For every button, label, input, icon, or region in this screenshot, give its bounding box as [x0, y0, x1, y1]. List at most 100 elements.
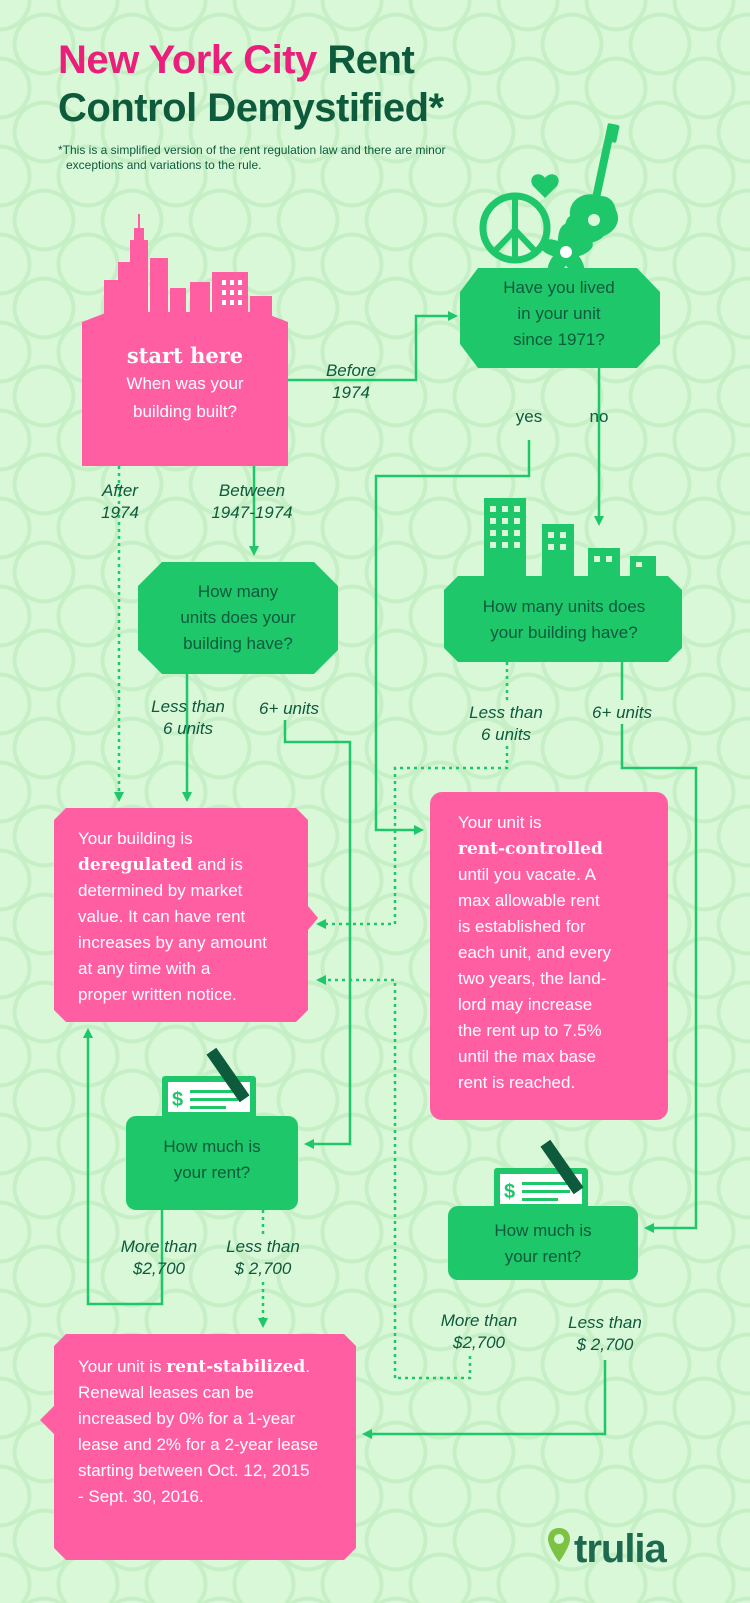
label-6plus-right: 6+ units — [591, 703, 652, 722]
rs-line-2: Renewal leases can be — [78, 1383, 254, 1402]
connector-6plus-right-2 — [620, 724, 698, 1233]
rent-controlled-text: Your unit is rent-controlled until you v… — [458, 810, 662, 1096]
title-dark-1: Rent — [316, 38, 415, 82]
rent-right-line-1: How much is — [494, 1221, 592, 1240]
label-after-line-1: After — [102, 481, 138, 500]
lived-line-1: Have you lived — [503, 278, 615, 297]
connector-more-left — [83, 1028, 164, 1306]
label-lt6-left: Less than 6 units — [144, 696, 232, 740]
rent-controlled-box — [430, 792, 668, 1120]
rc-line-10: rent is reached. — [458, 1073, 576, 1092]
rent-right-text: How much is your rent? — [448, 1218, 638, 1270]
start-line-1: When was your — [126, 374, 244, 393]
rs-post: . — [305, 1357, 311, 1376]
rc-bold: rent-controlled — [458, 839, 603, 859]
trulia-logo: trulia — [574, 1527, 667, 1571]
units-left-text: How many units does your building have? — [142, 579, 334, 657]
units-right-box — [444, 576, 682, 662]
dereg-line-1: Your building is — [78, 829, 193, 848]
rs-line-4: lease and 2% for a 2-year lease — [78, 1435, 319, 1454]
start-line-2: building built? — [133, 402, 237, 421]
label-between-line-1: Between — [218, 481, 286, 500]
label-lt6-right-line-2: 6 units — [480, 725, 532, 744]
connector-more-right-2 — [395, 1356, 472, 1380]
start-box — [82, 312, 288, 466]
rc-line-6: two years, the land- — [458, 969, 607, 988]
lived-line-2: in your unit — [517, 304, 601, 323]
label-6plus-left: 6+ units — [258, 699, 319, 718]
label-more-right-line-2: $2,700 — [453, 1333, 505, 1352]
rs-bold: rent-stabilized — [166, 1357, 306, 1377]
label-between-line-2: 1947-1974 — [211, 503, 293, 522]
label-less-right: Less than $ 2,700 — [558, 1312, 652, 1356]
dereg-bold: deregulated — [78, 855, 193, 875]
dereg-line-3: determined by market — [78, 881, 243, 900]
rs-line-5: starting between Oct. 12, 2015 — [78, 1461, 310, 1480]
rent-left-text: How much is your rent? — [126, 1134, 298, 1186]
label-no: no — [589, 407, 609, 426]
rc-line-2: until you vacate. A — [458, 865, 596, 884]
lived-line-3: since 1971? — [513, 330, 605, 349]
rent-stabilized-text: Your unit is rent-stabilized. Renewal le… — [78, 1354, 350, 1510]
deregulated-box — [54, 808, 318, 1022]
footnote-line-1: *This is a simplified version of the ren… — [58, 143, 446, 157]
connector-yes — [374, 440, 531, 835]
label-more-right: More than $2,700 — [430, 1310, 528, 1354]
rc-line-4: is established for — [458, 917, 586, 936]
label-lt6-right-line-1: Less than — [469, 703, 543, 722]
label-yes: yes — [515, 407, 543, 426]
deregulated-text: Your building is deregulated and is dete… — [78, 826, 300, 1008]
rs-pre: Your unit is — [78, 1357, 167, 1376]
label-after-line-2: 1974 — [101, 503, 139, 522]
label-before-line-1: Before — [325, 361, 377, 380]
rc-line-5: each unit, and every — [458, 943, 612, 962]
dereg-line-2: and is — [192, 855, 243, 874]
peace-heart-guitar-icon — [479, 123, 620, 276]
trulia-pin-icon — [548, 1528, 570, 1562]
label-more-left-line-2: $2,700 — [133, 1259, 185, 1278]
rent-right-line-2: your rent? — [504, 1247, 582, 1266]
rent-stabilized-box — [40, 1334, 356, 1560]
rc-line-3: max allowable rent — [458, 891, 600, 910]
units-right-line-2: your building have? — [490, 623, 638, 642]
connector-more-right — [316, 975, 397, 1378]
rent-left-box — [126, 1116, 298, 1210]
skyline-icon — [104, 214, 272, 322]
units-left-line-1: How many — [197, 582, 279, 601]
label-less-left: Less than $ 2,700 — [216, 1236, 310, 1280]
title-pink: New York City — [58, 38, 317, 82]
units-right-line-1: How many units does — [482, 597, 646, 616]
svg-text:$: $ — [172, 1089, 183, 1111]
connector-lt6-right-2 — [316, 746, 509, 929]
connector-6plus-left — [283, 720, 352, 1149]
dereg-line-5: increases by any amount — [78, 933, 267, 952]
label-more-right-line-1: More than — [440, 1311, 518, 1330]
lived-since-text: Have you lived in your unit since 1971? — [466, 275, 652, 353]
start-title: start here — [126, 343, 244, 368]
label-lt6-left-line-2: 6 units — [162, 719, 214, 738]
rs-line-3: increased by 0% for a 1-year — [78, 1409, 296, 1428]
footnote: *This is a simplified version of the ren… — [58, 143, 478, 173]
label-less-right-line-2: $ 2,700 — [576, 1335, 634, 1354]
label-less-right-line-1: Less than — [568, 1313, 642, 1332]
check-pen-icon: $ — [162, 1047, 256, 1118]
svg-text:$: $ — [504, 1181, 515, 1203]
rent-right-box — [448, 1206, 638, 1280]
page-title: New York City Rent Control Demystified* — [58, 36, 444, 132]
buildings-icon — [484, 498, 656, 578]
dereg-line-7: proper written notice. — [78, 985, 237, 1004]
label-between: Between 1947-1974 — [200, 480, 304, 524]
connector-less-right — [362, 1360, 607, 1439]
lived-since-box — [460, 268, 660, 368]
rs-line-6: - Sept. 30, 2016. — [78, 1487, 204, 1506]
title-dark-2: Control Demystified* — [58, 86, 444, 130]
connector-before-1974 — [288, 311, 458, 382]
label-more-left-line-1: More than — [120, 1237, 198, 1256]
units-left-line-2: units does your — [180, 608, 296, 627]
label-less-left-line-2: $ 2,700 — [234, 1259, 292, 1278]
rc-line-1: Your unit is — [458, 813, 542, 832]
label-after-1974: After 1974 — [88, 480, 152, 524]
start-node-text: start here When was your building built? — [82, 342, 288, 426]
label-lt6-left-line-1: Less than — [151, 697, 225, 716]
